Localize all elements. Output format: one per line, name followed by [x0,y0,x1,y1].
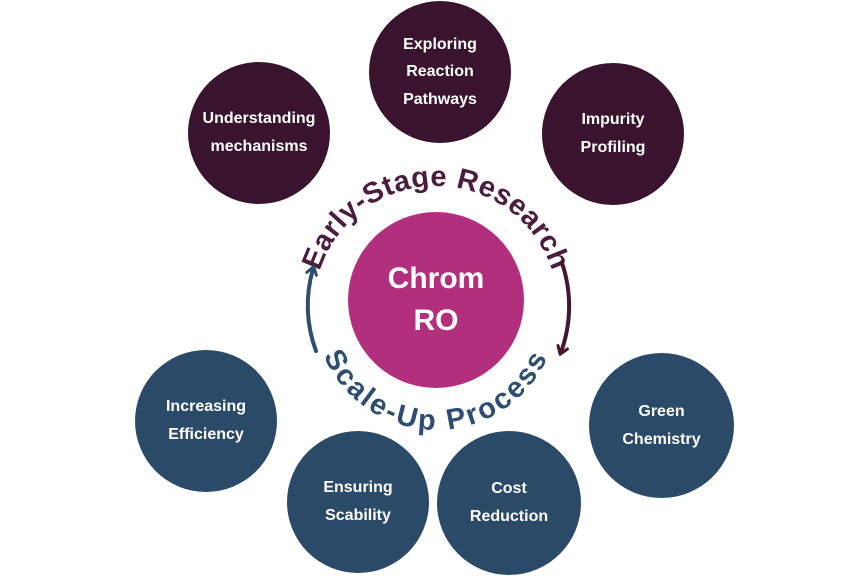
circle-label-line: Exploring [403,35,477,53]
circle-increasing-efficiency: Increasing Efficiency [135,350,277,492]
circle-label-line: Cost [491,480,527,498]
circle-label-line: Ensuring [323,479,393,497]
circle-label-line: Increasing [165,398,247,416]
circle-label-line: mechanisms [210,138,308,155]
circle-label-line: Reduction [469,508,549,525]
circle-label-line: Scability [325,507,391,524]
circle-label-line: Pathways [403,90,477,108]
circle-label-line: Profiling [580,139,646,156]
circle-label-line: Green [638,402,685,420]
circle-ensuring-scability: Ensuring Scability [287,431,429,573]
arrow-left-up [305,265,318,353]
circle-label-line: Efficiency [168,426,244,443]
circle-label-line: Impurity [581,111,645,129]
arrow-right-down [556,261,572,356]
circle-exploring-reaction-pathways: Exploring Reaction Pathways [369,1,511,143]
circle-hub-chrom-ro: Chrom RO [348,212,524,388]
hub-label-line: Chrom [387,262,485,295]
circle-cost-reduction: Cost Reduction [437,431,581,575]
circle-label-line: Understanding [202,110,316,128]
circle-label-line: Chemistry [622,430,701,448]
hub-label-line: RO [413,304,459,337]
circle-green-chemistry: Green Chemistry [589,353,734,498]
circle-label-line: Reaction [406,63,474,81]
circle-understanding-mechanisms: Understanding mechanisms [188,62,330,204]
circle-impurity-profiling: Impurity Profiling [542,63,684,205]
